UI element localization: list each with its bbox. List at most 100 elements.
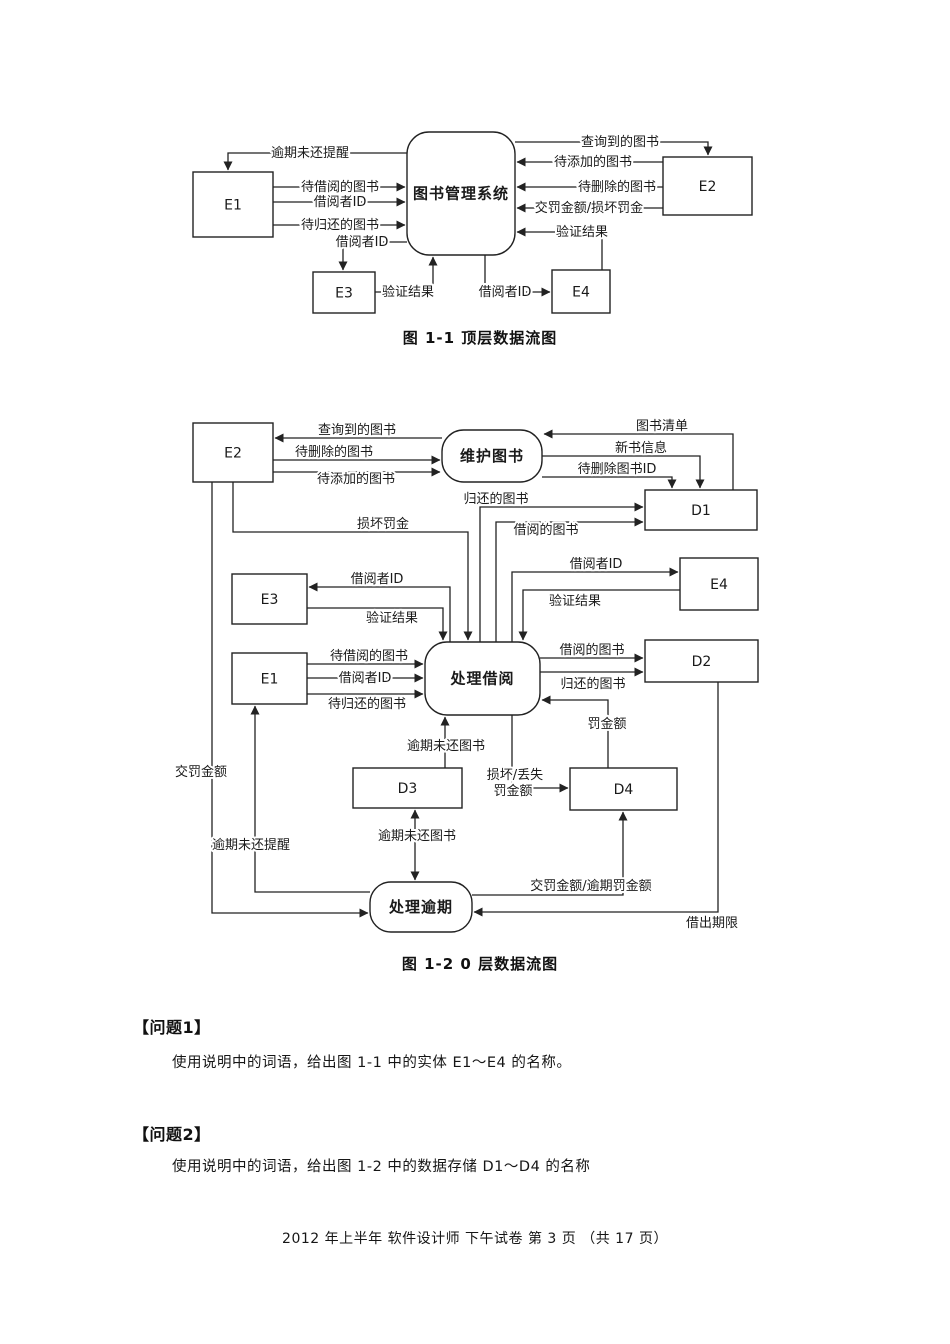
fig-1-1-node-E1: E1 — [192, 171, 274, 238]
flow-label: 借阅者ID — [314, 195, 367, 210]
flow-label: 图书清单 — [636, 419, 688, 434]
flow-label: 借阅的图书 — [559, 642, 624, 658]
flow-borrower-id-to-e3: 借阅者ID — [308, 570, 451, 642]
node-label: E2 — [224, 446, 242, 462]
flow-label: 待归还的图书 — [328, 696, 406, 712]
flow-label: 待添加的图书 — [317, 471, 395, 487]
flow-label: 借阅者ID — [339, 671, 392, 686]
flow-borrowed-books-to-d1: 借阅的图书 — [495, 517, 644, 642]
flow-label: 逾期未还图书 — [407, 739, 485, 754]
flow-books-to-borrow: 待借阅的图书 — [307, 646, 424, 669]
node-label: E4 — [710, 577, 728, 593]
node-label: E1 — [224, 198, 242, 214]
node-label: E3 — [335, 286, 353, 302]
question-1-title: 【问题1】 — [133, 1018, 211, 1037]
flow-overdue-unreturned-reminder: 逾期未还提醒 — [223, 143, 407, 171]
flow-label: 借阅者ID — [351, 572, 404, 587]
flow-new-book-info: 新书信息 — [542, 438, 705, 489]
flow-label: 损坏罚金 — [357, 516, 409, 532]
flow-delete-book-id: 待删除图书ID — [542, 460, 677, 489]
page-footer: 2012 年上半年 软件设计师 下午试卷 第 3 页 （共 17 页） — [282, 1231, 668, 1247]
flow-borrower-id-to-e4: 借阅者ID — [477, 255, 551, 302]
fig-1-2-node-D4: D4 — [569, 767, 678, 811]
node-label: 维护图书 — [460, 447, 524, 465]
node-label: D3 — [398, 781, 418, 797]
node-label: E1 — [261, 672, 279, 688]
flow-label: 验证结果 — [556, 224, 608, 240]
fig-1-1-node-system: 图书管理系统 — [406, 131, 516, 256]
fig-1-2-node-E4: E4 — [679, 557, 759, 611]
flow-label: 待删除的图书 — [295, 444, 373, 460]
flow-borrower-id-from-e1: 借阅者ID — [273, 193, 406, 212]
flow-borrowed-books-to-d2: 借阅的图书 — [540, 640, 644, 663]
flow-label: 交罚金额 — [175, 764, 227, 780]
fig-1-2-caption: 图 1-2 0 层数据流图 — [402, 955, 558, 973]
fig-1-2-node-D2: D2 — [644, 639, 759, 683]
node-label: 处理借阅 — [449, 670, 514, 688]
fig-1-2-node-D1: D1 — [644, 489, 758, 531]
flow-returned-books-to-d1: 归还的图书 — [461, 489, 644, 642]
flow-label: 逾期未还提醒 — [212, 837, 290, 853]
flow-books-to-delete: 待删除的图书 — [516, 177, 663, 197]
flow-label: 查询到的图书 — [581, 134, 659, 150]
flow-label: 罚金额 — [493, 783, 532, 799]
fig-1-2-node-D3: D3 — [352, 767, 463, 809]
flow-label: 验证结果 — [549, 593, 601, 609]
flow-label: 借阅的图书 — [513, 522, 578, 538]
flow-books-to-add: 待添加的图书 — [273, 467, 441, 489]
node-label: E4 — [572, 285, 590, 301]
fig-1-2-node-E3: E3 — [231, 573, 308, 625]
fig-1-1-node-E4: E4 — [551, 269, 611, 314]
fig-1-1: 逾期未还提醒待借阅的图书借阅者ID待归还的图书借阅者ID验证结果借阅者ID查询到… — [192, 131, 753, 347]
flow-label: 归还的图书 — [463, 491, 528, 507]
fig-1-1-node-E2: E2 — [662, 156, 753, 216]
flow-label: 逾期未还提醒 — [271, 145, 349, 161]
flow-label: 待借阅的图书 — [330, 648, 408, 664]
flow-loan-period: 借出期限 — [473, 682, 740, 933]
flow-verify-result-from-e3: 验证结果 — [307, 607, 448, 641]
node-label: D2 — [692, 654, 712, 670]
flow-book-list: 图书清单 — [543, 417, 734, 490]
flow-returned-books-to-d2: 归还的图书 — [540, 667, 644, 694]
dataflow-diagrams: 逾期未还提醒待借阅的图书借阅者ID待归还的图书借阅者ID验证结果借阅者ID查询到… — [173, 131, 759, 973]
flow-overdue-unreturned-reminder: 逾期未还提醒 — [210, 705, 370, 893]
flow-books-to-add: 待添加的图书 — [516, 152, 663, 172]
node-label: D4 — [614, 782, 634, 798]
flow-books-to-borrow: 待借阅的图书 — [273, 177, 406, 197]
node-label: 图书管理系统 — [413, 185, 509, 203]
flow-borrower-id-from-e1: 借阅者ID — [307, 669, 424, 688]
flow-overdue-unreturned-books-between: 逾期未还图书 — [376, 809, 458, 881]
node-label: 处理逾期 — [388, 898, 453, 916]
flow-borrower-id-to-e4: 借阅者ID — [511, 555, 679, 642]
flow-label: 验证结果 — [366, 610, 418, 626]
flow-overdue-unreturned-books-d3: 逾期未还图书 — [405, 716, 487, 768]
flow-label: 借出期限 — [686, 916, 738, 931]
flow-label: 新书信息 — [615, 440, 667, 456]
fig-1-2-node-maintain-books: 维护图书 — [441, 429, 543, 483]
flow-label: 逾期未还图书 — [378, 829, 456, 844]
flow-borrower-id-to-e3: 借阅者ID — [334, 233, 407, 271]
flow-label: 交罚金额/损坏罚金 — [535, 200, 643, 216]
flow-label: 待归还的图书 — [301, 217, 379, 233]
fig-1-1-node-E3: E3 — [312, 271, 376, 314]
flow-label: 待删除的图书 — [578, 179, 656, 195]
flow-label: 验证结果 — [382, 284, 434, 300]
flow-label: 交罚金额/逾期罚金额 — [530, 878, 651, 894]
flow-paid-fine-amount: 交罚金额 — [173, 482, 369, 918]
flow-verify-result-from-e4: 验证结果 — [516, 222, 610, 270]
flow-verify-result-from-e4: 验证结果 — [518, 589, 680, 641]
flow-queried-books: 查询到的图书 — [274, 420, 442, 443]
fig-1-2-node-E2: E2 — [192, 422, 274, 483]
fig-1-2-node-E1: E1 — [231, 652, 308, 705]
flow-books-to-delete: 待删除的图书 — [273, 442, 441, 465]
flow-label: 归还的图书 — [560, 676, 625, 692]
fig-1-2: 查询到的图书待删除的图书待添加的图书图书清单新书信息待删除图书ID损坏罚金归还的… — [173, 417, 759, 973]
fig-1-2-node-process-overdue: 处理逾期 — [369, 881, 473, 933]
flow-label: 查询到的图书 — [318, 422, 396, 438]
flow-paid-fine-overdue-fine-amount: 交罚金额/逾期罚金额 — [472, 811, 654, 896]
flow-damage-fine: 损坏罚金 — [232, 482, 473, 641]
node-label: D1 — [691, 503, 711, 519]
fig-1-2-node-process-borrowing: 处理借阅 — [424, 641, 541, 716]
question-2-body: 使用说明中的词语，给出图 1-2 中的数据存储 D1～D4 的名称 — [172, 1159, 591, 1175]
